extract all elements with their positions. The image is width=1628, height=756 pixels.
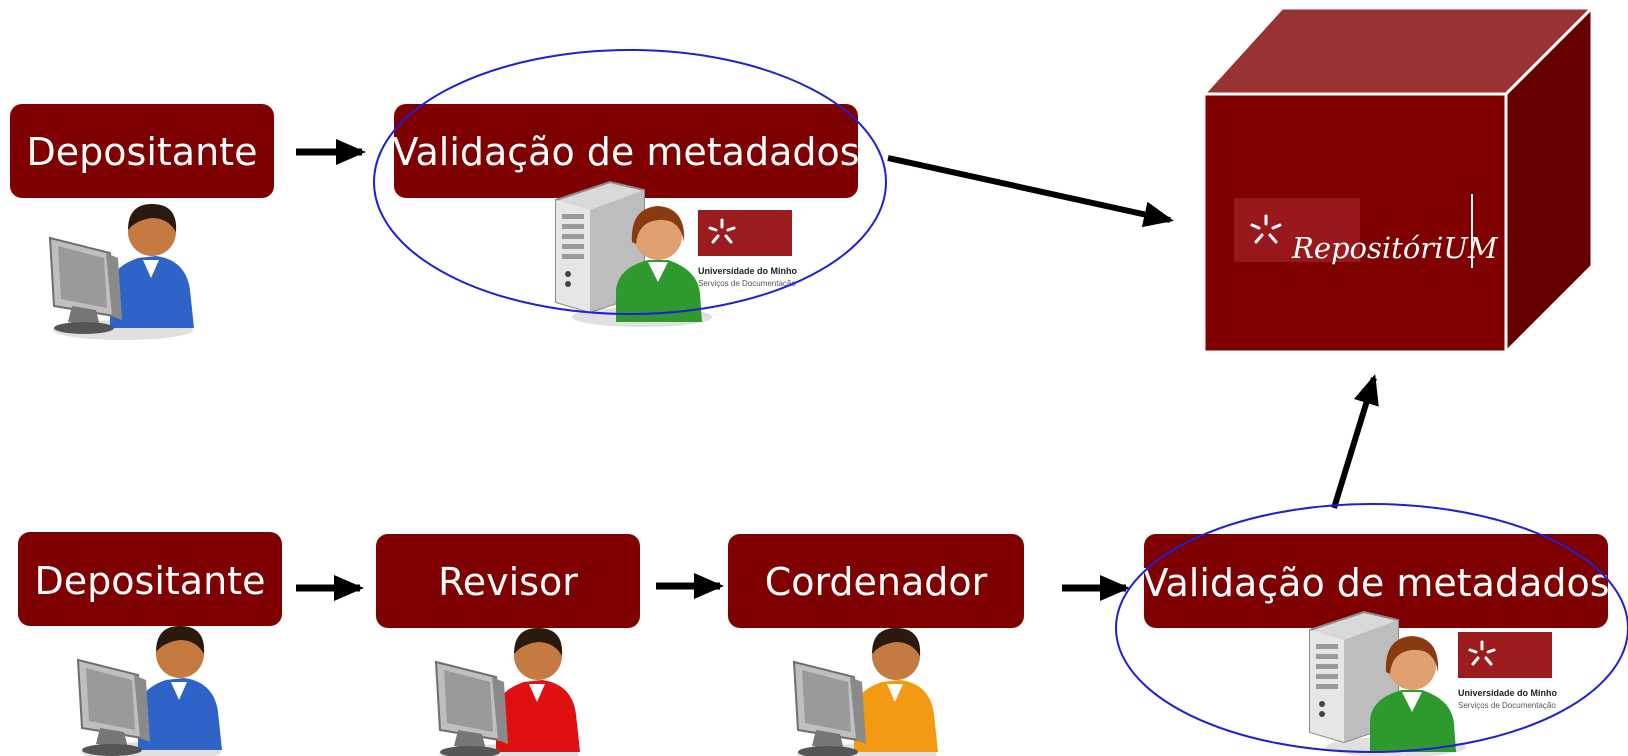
arrow-bottom-to-repository [1331, 374, 1379, 509]
person-computer-icon [435, 627, 581, 756]
bottom-depositante-node: Depositante [18, 532, 282, 626]
highlight-ellipse-top [373, 49, 887, 315]
revisor-label: Revisor [438, 560, 578, 604]
cordenador-node: Cordenador [728, 534, 1024, 628]
logo-subtitle-bottom: Serviços de Documentação [1458, 701, 1556, 710]
uminho-star-icon [696, 208, 794, 258]
repository-star-icon [1250, 214, 1282, 244]
top-validacao-label: Validação de metadados [392, 130, 859, 174]
bottom-depositante-label: Depositante [35, 559, 266, 603]
revisor-node: Revisor [376, 534, 640, 628]
uminho-star-icon [1456, 630, 1554, 680]
top-depositante-label: Depositante [27, 130, 258, 174]
top-validacao-node: Validação de metadados [392, 104, 860, 198]
arrow-top-to-repository [887, 155, 1174, 228]
bottom-validacao-node: Validação de metadados [1142, 534, 1610, 628]
logo-subtitle-top: Serviços de Documentação [698, 279, 796, 288]
person-computer-icon [793, 627, 939, 756]
cordenador-label: Cordenador [765, 560, 988, 604]
logo-title-bottom: Universidade do Minho [1458, 688, 1558, 698]
bottom-validacao-label: Validação de metadados [1142, 561, 1609, 605]
repository-cube: RepositóriUM [1200, 4, 1596, 356]
logo-title-top: Universidade do Minho [698, 266, 798, 276]
server-admin-icon [555, 181, 713, 328]
highlight-ellipse-bottom [1115, 503, 1628, 753]
person-computer-icon [49, 203, 195, 341]
top-depositante-node: Depositante [10, 104, 274, 198]
person-computer-icon [77, 625, 223, 756]
server-admin-icon [1309, 611, 1467, 756]
uminho-logo-bottom: Universidade do Minho Serviços de Docume… [1456, 630, 1558, 710]
uminho-logo-top: Universidade do Minho Serviços de Docume… [696, 208, 798, 288]
repository-name: RepositóriUM [1291, 231, 1499, 265]
